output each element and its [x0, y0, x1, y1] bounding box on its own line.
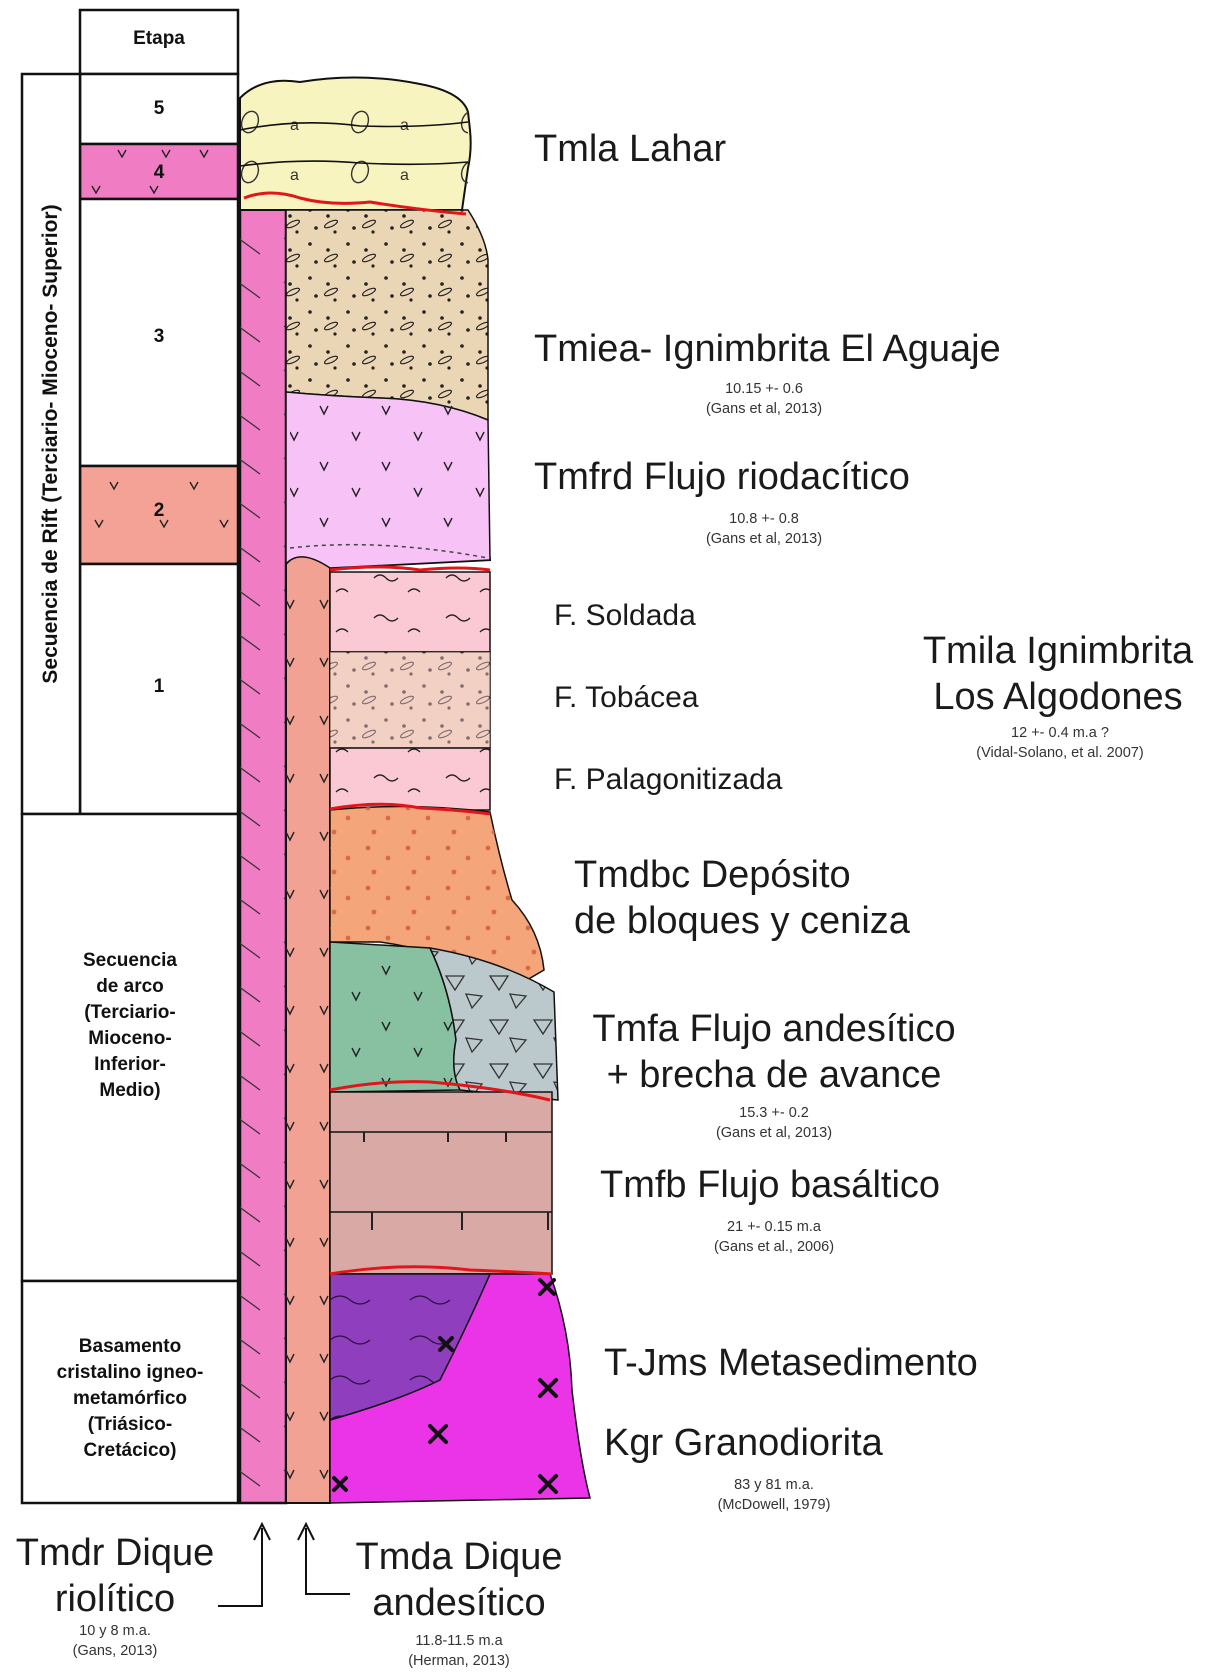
- riodacitico-ref: (Gans et al, 2013): [654, 530, 874, 549]
- kgr-label: Kgr Granodiorita: [604, 1420, 883, 1466]
- basaltic-flow-unit: [330, 1092, 552, 1274]
- tmdr-ref: (Gans, 2013): [40, 1642, 190, 1661]
- tmfb-label: Tmfb Flujo basáltico: [600, 1162, 940, 1208]
- aguaje-ref: (Gans et al, 2013): [654, 400, 874, 419]
- tmfa-label: Tmfa Flujo andesítico+ brecha de avance: [574, 1006, 974, 1098]
- kgr-ref: (McDowell, 1979): [664, 1496, 884, 1515]
- tmfa-age: 15.3 +- 0.2: [664, 1104, 884, 1123]
- algodones-age: 12 +- 0.4 m.a ?: [930, 724, 1190, 743]
- tmdr-age: 10 y 8 m.a.: [40, 1622, 190, 1641]
- tmfa-ref: (Gans et al, 2013): [664, 1124, 884, 1143]
- aguaje-ignimbrite-unit: [286, 210, 488, 420]
- aguaje-age: 10.15 +- 0.6: [654, 380, 874, 399]
- rift-sequence-label: Secuencia de Rift (Terciario- Mioceno- S…: [39, 99, 63, 789]
- stage-5: 5: [80, 98, 238, 120]
- stage-1: 1: [80, 676, 238, 698]
- tmda-age: 11.8-11.5 m.a: [374, 1632, 544, 1651]
- stage-4: 4: [80, 162, 238, 184]
- algodones-ref: (Vidal-Solano, et al. 2007): [930, 744, 1190, 763]
- tmfb-ref: (Gans et al., 2006): [664, 1238, 884, 1257]
- aguaje-label: Tmiea- Ignimbrita El Aguaje: [534, 326, 1001, 372]
- tobacea-label: F. Tobácea: [554, 680, 699, 716]
- stage-header: Etapa: [80, 28, 238, 50]
- palagonitizada-label: F. Palagonitizada: [554, 762, 783, 798]
- riodacitico-label: Tmfrd Flujo riodacítico: [534, 454, 910, 500]
- kgr-age: 83 y 81 m.a.: [664, 1476, 884, 1495]
- stage-2: 2: [80, 500, 238, 522]
- tmfb-age: 21 +- 0.15 m.a: [664, 1218, 884, 1237]
- riodacitico-age: 10.8 +- 0.8: [654, 510, 874, 529]
- lahar-label: Tmla Lahar: [534, 126, 726, 172]
- tmda-ref: (Herman, 2013): [374, 1652, 544, 1671]
- tjms-label: T-Jms Metasedimento: [604, 1340, 978, 1386]
- soldada-label: F. Soldada: [554, 598, 696, 634]
- stage-3: 3: [80, 326, 238, 348]
